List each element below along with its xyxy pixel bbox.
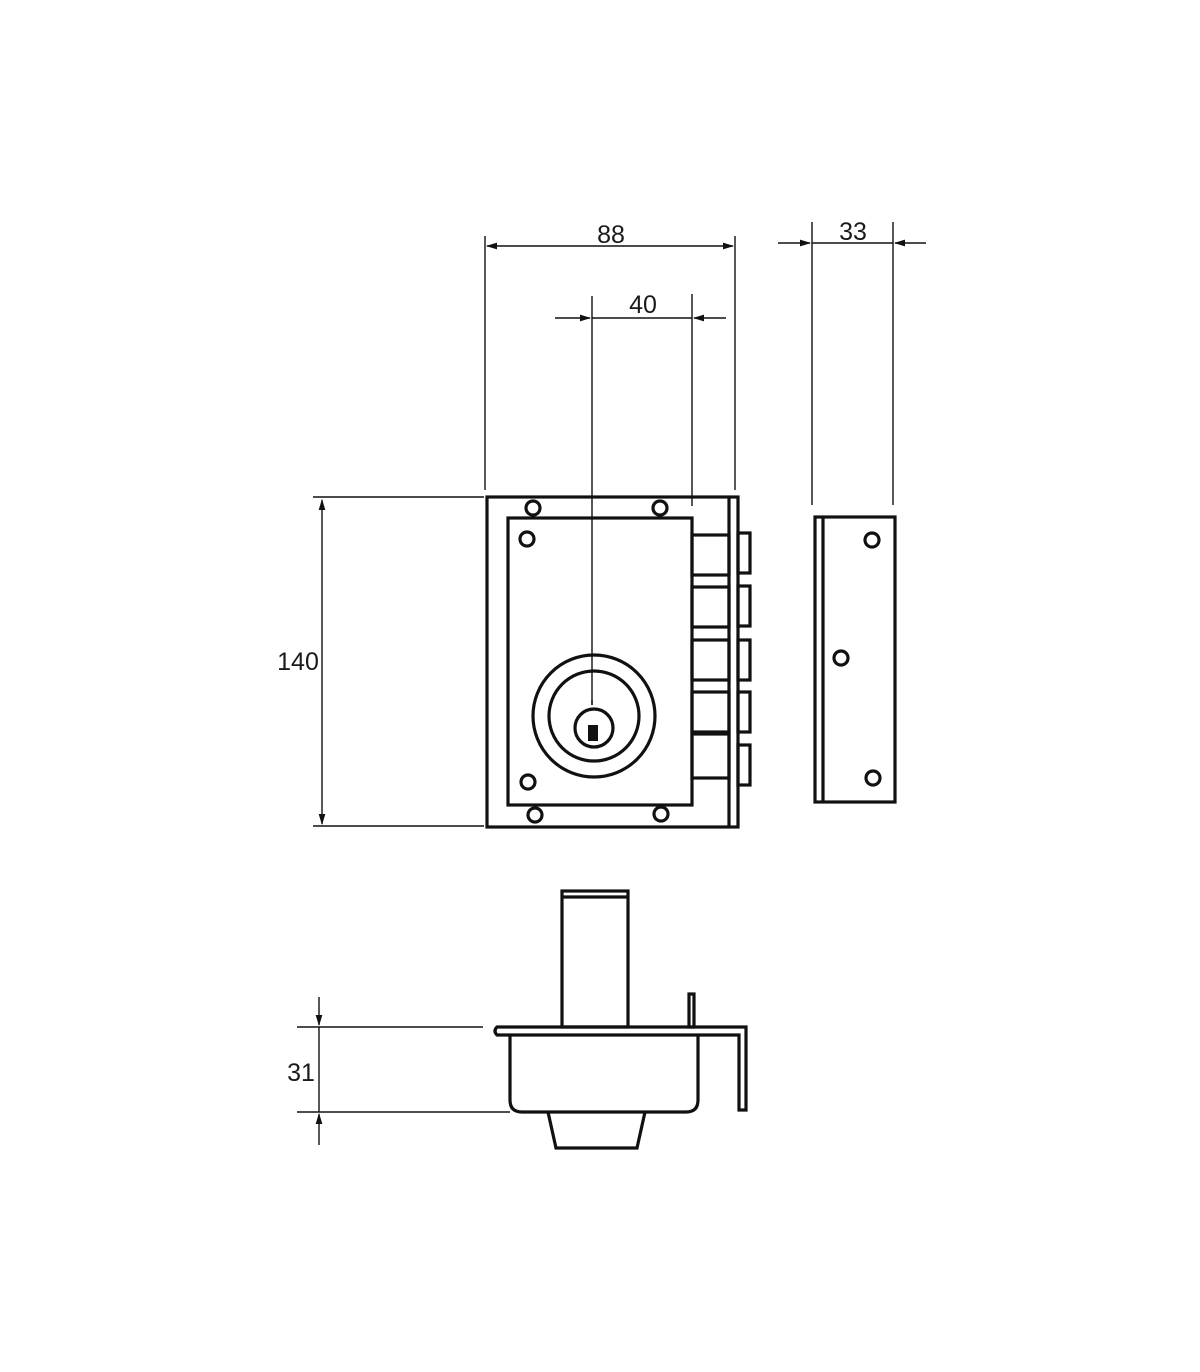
bolts [690, 531, 752, 787]
dimension-width-88: 88 [484, 221, 736, 490]
bolt [690, 690, 752, 734]
side-view-strike-plate [813, 515, 897, 804]
dimension-depth-33: 33 [778, 218, 926, 505]
dimension-height-140: 140 [277, 496, 484, 827]
bottom-view-lock [493, 889, 748, 1150]
dimension-cylinder-offset-40: 40 [555, 291, 726, 705]
screw-holes [518, 499, 670, 824]
keyhole-icon [588, 725, 598, 741]
bolt [690, 584, 752, 629]
front-view-lock [485, 495, 752, 829]
bolt [690, 531, 752, 577]
key-cylinder [531, 653, 657, 779]
dimension-thickness-31: 31 [287, 997, 510, 1145]
dim-label-33: 33 [839, 218, 867, 246]
bolt [690, 732, 752, 787]
dim-label-40: 40 [629, 291, 657, 319]
dim-label-140: 140 [277, 648, 319, 676]
bolt [690, 638, 752, 682]
dim-label-31: 31 [287, 1059, 315, 1087]
dim-label-88: 88 [597, 221, 625, 249]
